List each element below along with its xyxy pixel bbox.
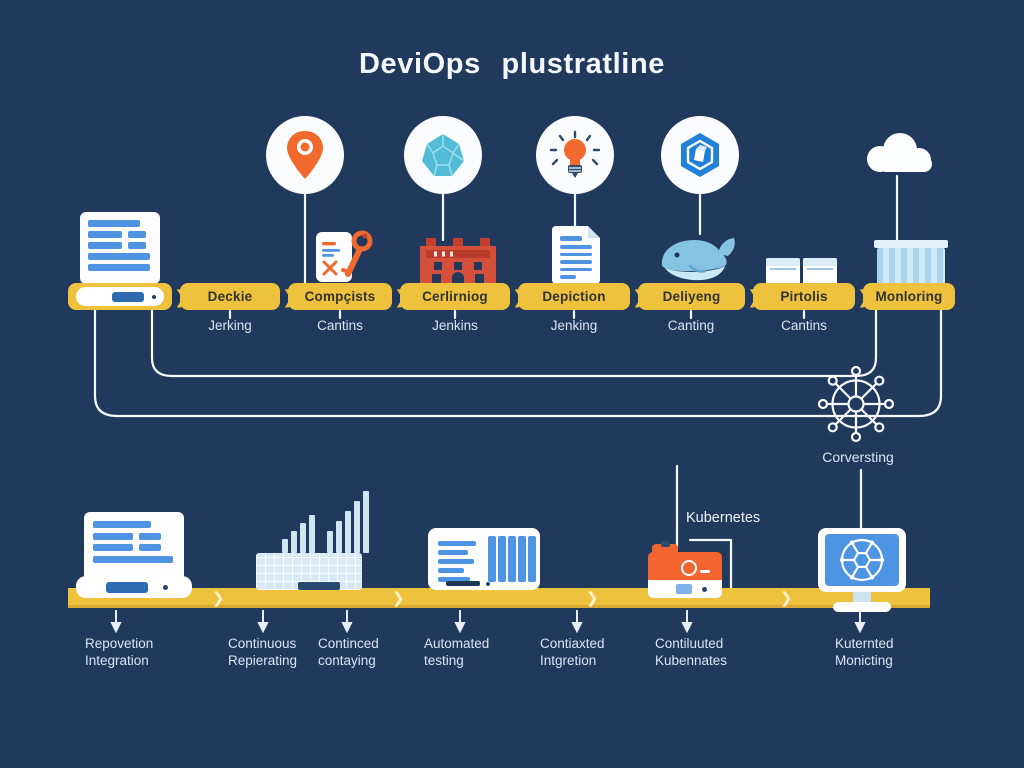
- factory-icon: [420, 238, 496, 284]
- circle-gem: [404, 116, 482, 194]
- document-icon: [552, 226, 600, 284]
- location-pin-icon: [287, 131, 323, 179]
- chevron-icon: ❯: [780, 590, 793, 607]
- bottom-pipeline-bar: [68, 588, 930, 608]
- spreadsheet-chart-icon: [256, 553, 362, 590]
- shipping-container-icon: [874, 240, 948, 248]
- segment-sublabel: Canting: [667, 318, 715, 333]
- network-hub-icon: [817, 365, 895, 443]
- circle-lightbulb: [536, 116, 614, 194]
- pipeline-segment: Compçists: [288, 283, 392, 310]
- laptop-icon: [80, 212, 160, 284]
- pipeline-segment: Monloring: [863, 283, 955, 310]
- laptop-icon: [84, 512, 184, 582]
- docker-whale-icon: [661, 238, 735, 281]
- pipeline-segment: Deckie: [180, 283, 280, 310]
- bottom-stage-label: Repovetion Integration: [85, 636, 154, 668]
- pipeline-start-laptop-base: [68, 283, 172, 310]
- gem-icon: [422, 134, 465, 177]
- storage-boxes-icon: [766, 258, 800, 284]
- segment-sublabel: Cantins: [781, 318, 827, 333]
- bottom-stage-label: Contiaxted Intgretion: [540, 636, 605, 668]
- hub-label: Corversting: [822, 449, 894, 465]
- pipeline-segment: Cerlirniog: [400, 283, 510, 310]
- bottom-stage-label: Contiluuted Kubennates: [655, 636, 728, 668]
- circle-location: [266, 116, 344, 194]
- circle-hexagon: [661, 116, 739, 194]
- segment-sublabel: Jerking: [208, 318, 252, 333]
- bottom-stage-label: Continuous Repierating: [228, 636, 298, 668]
- shipping-container-icon: [877, 248, 945, 284]
- cloud-icon: [867, 133, 932, 172]
- bar-chart-icon: [282, 491, 369, 553]
- pipeline-segment: Depiction: [518, 283, 630, 310]
- page-title: DeviOps plustratline: [358, 48, 665, 80]
- down-arrows: [110, 610, 866, 634]
- chevron-icon: ❯: [586, 590, 599, 607]
- segment-sublabel: Cantins: [317, 318, 363, 333]
- kubernetes-callout-label: Kubernetes: [686, 510, 761, 526]
- pipeline-segment: Deliyeng: [638, 283, 745, 310]
- lightbulb-icon: [549, 130, 601, 178]
- phone-key-icon: [316, 230, 373, 282]
- laptop-base: [76, 576, 192, 598]
- bottom-stage-label: Kuternted Monicting: [835, 636, 894, 668]
- document-list-icon: [428, 528, 540, 590]
- hexagon-package-icon: [681, 133, 719, 177]
- segment-sublabel: Jenking: [550, 318, 598, 333]
- bottom-stage-label: Automated testing: [424, 636, 490, 668]
- pipeline-segment: Pirtolis: [753, 283, 855, 310]
- storage-boxes-icon: [803, 258, 837, 284]
- segment-sublabel: Jenkins: [432, 318, 478, 333]
- chevron-icon: ❯: [212, 590, 225, 607]
- chevron-icon: ❯: [392, 590, 405, 607]
- bottom-stage-label: Continced contaying: [318, 636, 379, 668]
